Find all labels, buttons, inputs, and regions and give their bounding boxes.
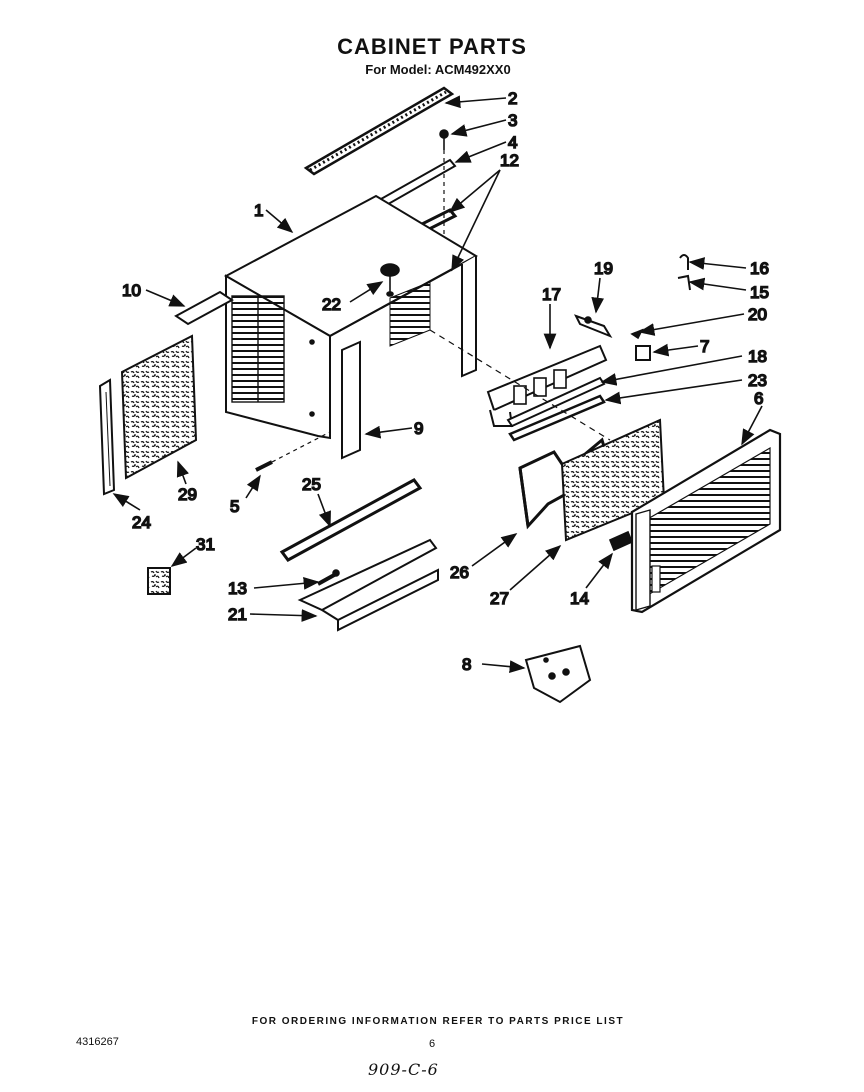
page-number: 6 (429, 1038, 436, 1050)
callout-5: 5 (230, 497, 239, 516)
ordering-note: FOR ORDERING INFORMATION REFER TO PARTS … (251, 1016, 625, 1027)
callout-15: 15 (750, 283, 769, 302)
callout-19: 19 (594, 259, 613, 278)
strip-part-25 (279, 478, 423, 562)
callout-17: 17 (542, 285, 561, 304)
callout-20: 20 (748, 305, 767, 324)
block-part-7 (635, 345, 651, 361)
callout-13: 13 (228, 579, 247, 598)
callout-31: 31 (196, 535, 215, 554)
bar-part-10 (174, 290, 234, 326)
callout-24: 23 (748, 371, 767, 390)
screw-part-3 (439, 129, 449, 150)
panel-part-9 (341, 340, 361, 460)
base-bracket-part-21 (297, 538, 439, 632)
screw-part-5 (255, 431, 331, 472)
document-number: 4316267 (76, 1036, 119, 1048)
screw-part-13 (317, 569, 340, 586)
callout-14: 14 (570, 589, 589, 608)
callout-1: 1 (254, 201, 263, 220)
callout-3: 3 (508, 111, 517, 130)
top-rail-part-2 (303, 86, 455, 176)
leader-lines (112, 95, 763, 674)
bracket-part-23 (98, 378, 116, 496)
callout-26: 26 (450, 563, 469, 582)
hardware-bag-part-8 (524, 644, 592, 704)
clip-part-31 (147, 567, 171, 595)
knob-part-22 (380, 263, 400, 297)
callout-6: 6 (754, 389, 763, 408)
handwritten-code: 909-C-6 (368, 1060, 439, 1079)
callout-29: 29 (178, 485, 197, 504)
callout-16: 16 (750, 259, 769, 278)
callout-2: 2 (508, 89, 517, 108)
cabinet-part-1 (223, 194, 479, 440)
callout-9: 9 (414, 419, 423, 438)
page-title: CABINET PARTS (337, 34, 527, 59)
clip-part-16 (679, 254, 689, 270)
callout-18: 18 (748, 347, 767, 366)
lever-part-19 (573, 314, 613, 339)
front-grille-part-6 (630, 428, 782, 614)
callout-8: 8 (462, 655, 471, 674)
callout-21: 21 (228, 605, 247, 624)
callout-7: 7 (700, 337, 709, 356)
strip-part-24 (508, 394, 606, 442)
callout-4: 4 (508, 133, 517, 152)
callout-23: 24 (132, 513, 151, 532)
filter-part-29 (120, 334, 198, 480)
callout-12: 12 (500, 151, 519, 170)
latch-part-14 (608, 530, 634, 552)
control-bracket-part-17 (486, 344, 608, 427)
callout-27: 27 (490, 589, 509, 608)
callout-22: 22 (322, 295, 341, 314)
callout-10: 10 (122, 281, 141, 300)
callout-25: 25 (302, 475, 321, 494)
clip-part-15 (677, 274, 691, 291)
model-subtitle: For Model: ACM492XX0 (365, 62, 511, 77)
